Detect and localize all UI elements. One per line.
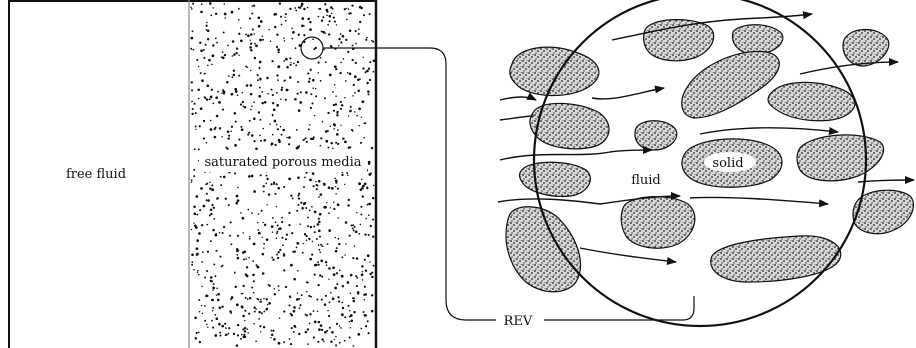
porous-media-dots bbox=[190, 2, 375, 347]
grain bbox=[621, 197, 695, 249]
streamline-arrow bbox=[858, 180, 914, 182]
streamline-arrow bbox=[580, 248, 676, 262]
fluid-label: fluid bbox=[631, 173, 661, 188]
streamline-arrow bbox=[500, 152, 610, 160]
grain bbox=[635, 121, 677, 150]
streamline-arrow bbox=[800, 62, 898, 74]
streamline-arrow bbox=[500, 97, 536, 100]
rev-connector-right bbox=[544, 296, 694, 320]
grain bbox=[843, 30, 889, 67]
streamline-arrow bbox=[500, 116, 534, 120]
porous-media-label: saturated porous media bbox=[205, 155, 362, 170]
rev-connector bbox=[323, 48, 496, 320]
grain bbox=[733, 25, 783, 55]
grain bbox=[520, 162, 591, 196]
grain bbox=[682, 51, 780, 118]
grain bbox=[510, 47, 599, 95]
grain bbox=[768, 82, 855, 120]
domain-panel: free fluid saturated porous media bbox=[9, 0, 376, 348]
solid-label: solid bbox=[712, 156, 743, 171]
streamline-arrow bbox=[690, 197, 828, 204]
streamline-arrow bbox=[498, 199, 600, 204]
streamline-arrow bbox=[610, 150, 652, 152]
sample-circle bbox=[301, 37, 323, 59]
grain bbox=[711, 236, 841, 282]
free-fluid-label: free fluid bbox=[66, 167, 126, 182]
grain bbox=[644, 20, 714, 61]
grain bbox=[506, 207, 580, 292]
streamline-arrow bbox=[700, 128, 838, 134]
grain bbox=[797, 135, 884, 181]
rev-label: REV bbox=[504, 314, 533, 329]
streamline-arrow bbox=[592, 88, 664, 99]
